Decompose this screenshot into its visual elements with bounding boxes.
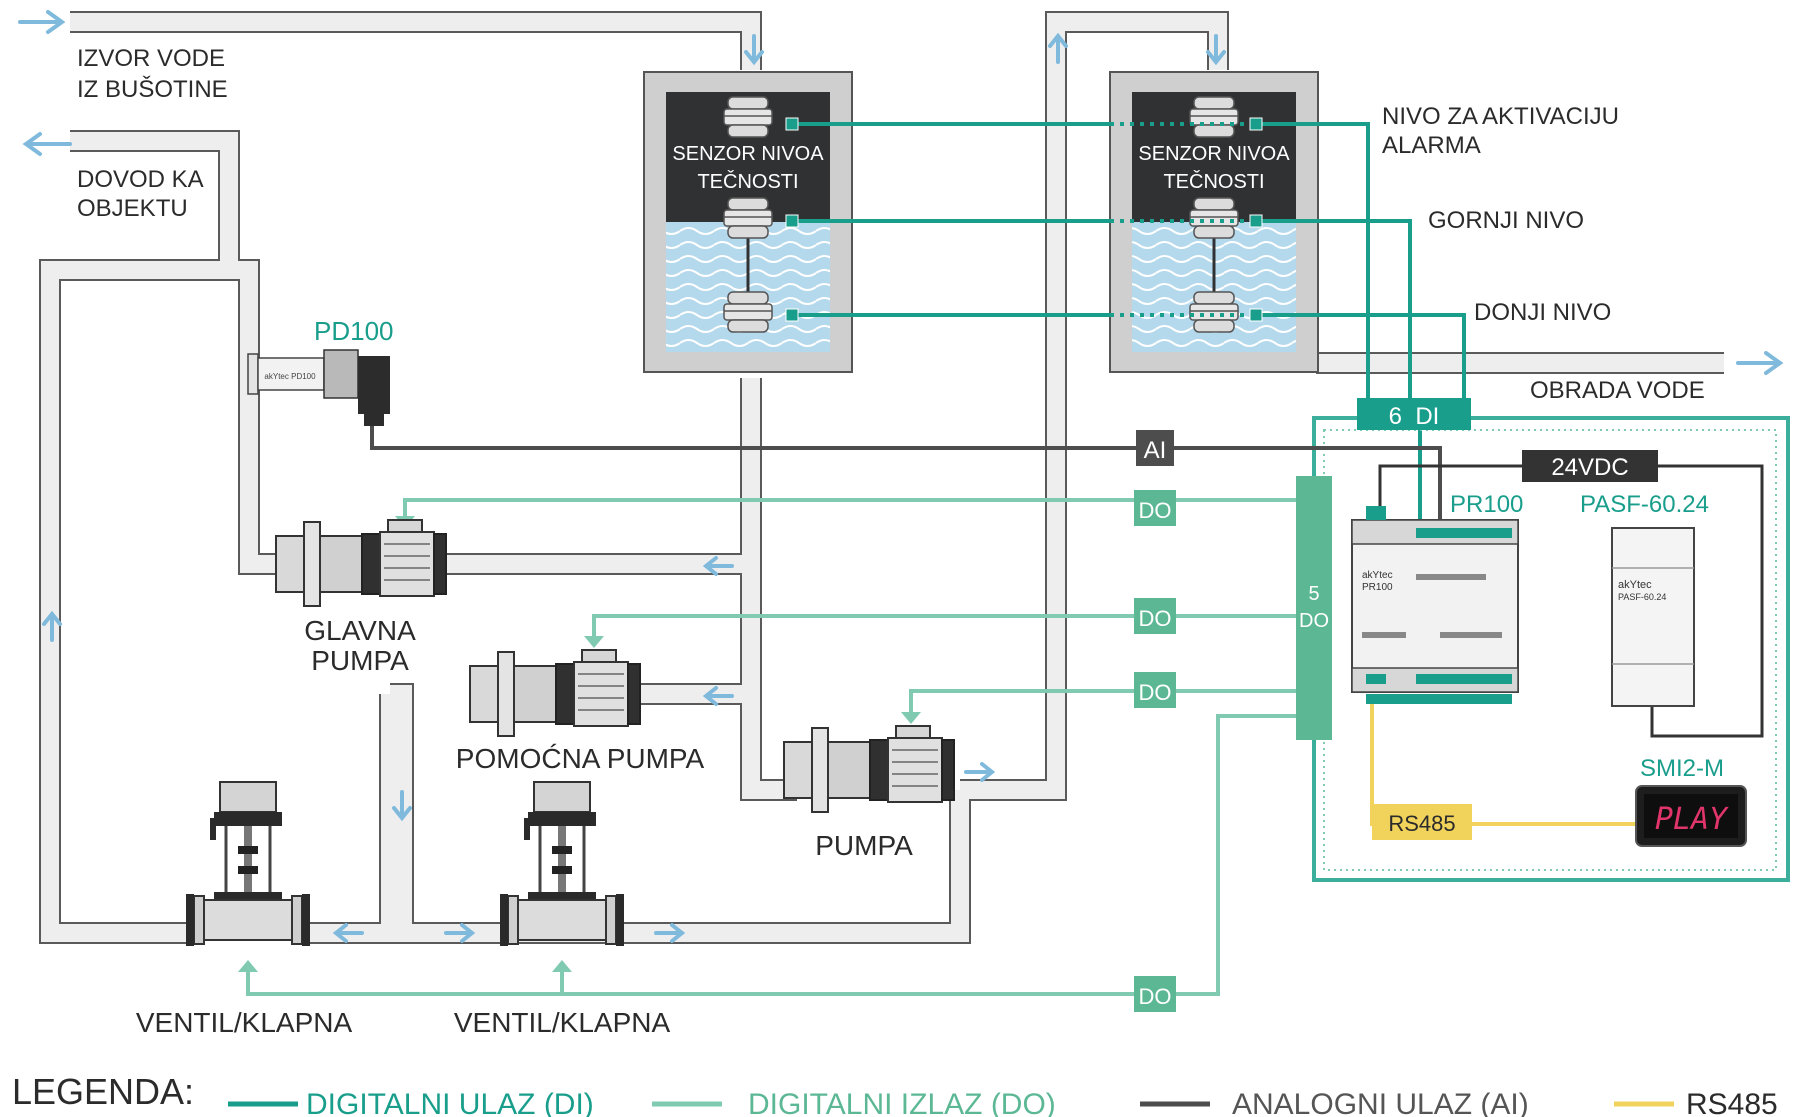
pr100-controller: akYtec PR100 — [1351, 506, 1519, 704]
tank-left — [643, 71, 853, 373]
legend-item-do: DIGITALNI IZLAZ (DO) — [748, 1088, 1056, 1117]
flow-arrow-icon — [1206, 34, 1226, 66]
pasf-brand: akYtec — [1618, 579, 1652, 591]
flow-arrow-icon — [444, 923, 476, 943]
smi2-display-text: PLAY — [1655, 802, 1729, 837]
ai-tag: AI — [1136, 430, 1174, 466]
rs485-tag: RS485 — [1372, 804, 1472, 840]
flow-arrows — [18, 10, 1784, 943]
supply-label-2: OBJEKTU — [77, 195, 188, 222]
flow-arrow-icon — [18, 10, 66, 34]
valve-1-label: VENTIL/KLAPNA — [136, 1007, 353, 1038]
do-arrow-icon — [552, 960, 572, 972]
aux-pump-label: POMOĆNA PUMPA — [456, 743, 705, 774]
pump-label: PUMPA — [815, 830, 913, 861]
valve-2-label: VENTIL/KLAPNA — [454, 1007, 671, 1038]
do-tags: DO DO DO DO — [1134, 490, 1176, 1012]
ai-tag-label: AI — [1144, 437, 1167, 464]
do-arrow-icon — [584, 636, 604, 648]
pasf-label: PASF-60.24 — [1580, 491, 1709, 518]
treatment-label: OBRADA VODE — [1530, 377, 1705, 404]
flow-arrow-icon — [392, 790, 412, 822]
power-tag-label: 24VDC — [1551, 454, 1628, 481]
tank-left-label-2: TEČNOSTI — [697, 170, 798, 193]
alarm-level-label-1: NIVO ZA AKTIVACIJU — [1382, 103, 1619, 130]
tank-right-label-2: TEČNOSTI — [1163, 170, 1264, 193]
pasf-power-supply: akYtec PASF-60.24 — [1611, 527, 1695, 707]
flow-arrow-icon — [702, 686, 734, 706]
ai-wire — [370, 426, 1442, 530]
upper-level-label: GORNJI NIVO — [1428, 207, 1584, 234]
legend-title: LEGENDA: — [12, 1071, 194, 1112]
do-tag-2-label: DO — [1139, 606, 1172, 631]
power-wire — [1378, 464, 1764, 738]
smi2-label: SMI2-M — [1640, 755, 1724, 782]
sensor-terminals — [785, 117, 1263, 322]
di-block-label: 6 DI — [1389, 403, 1440, 430]
pd100-mark: akYtec PD100 — [264, 372, 316, 381]
smi2-display: PLAY — [1635, 785, 1747, 847]
di-wires — [792, 122, 1466, 530]
do-arrow-icon — [238, 960, 258, 972]
pasf-model-mark: PASF-60.24 — [1618, 592, 1666, 602]
do-block: 5 DO — [1296, 476, 1332, 740]
flow-arrow-icon — [654, 923, 686, 943]
do-arrow-icon — [901, 712, 921, 724]
pr100-label: PR100 — [1450, 491, 1523, 518]
flow-arrow-icon — [964, 762, 996, 782]
source-label-1: IZVOR VODE — [77, 45, 225, 72]
valve-1 — [184, 780, 312, 948]
pr100-model-mark: PR100 — [1362, 582, 1393, 593]
legend-item-ai: ANALOGNI ULAZ (AI) — [1232, 1088, 1529, 1117]
tank-left-label-1: SENZOR NIVOA — [672, 143, 824, 165]
main-pump-label-2: PUMPA — [311, 645, 409, 676]
main-pump-label-1: GLAVNA — [304, 615, 416, 646]
pd100-label: PD100 — [314, 316, 394, 346]
lower-level-label: DONJI NIVO — [1474, 299, 1611, 326]
alarm-level-label-2: ALARMA — [1382, 132, 1481, 159]
supply-label-1: DOVOD KA — [77, 166, 204, 193]
pd100-sensor: akYtec PD100 — [247, 349, 390, 426]
pump — [783, 725, 955, 813]
do-tag-3-label: DO — [1139, 680, 1172, 705]
flow-arrow-icon — [1048, 32, 1068, 64]
pr100-brand: akYtec — [1362, 570, 1393, 581]
di-block: 6 DI — [1357, 398, 1471, 430]
flow-arrow-icon — [702, 556, 734, 576]
rs485-tag-label: RS485 — [1388, 811, 1455, 836]
legend-item-di: DIGITALNI ULAZ (DI) — [306, 1088, 594, 1117]
di-wires-dotted — [1110, 122, 1250, 317]
flow-arrow-icon — [22, 132, 72, 156]
aux-pump — [469, 649, 641, 737]
flow-arrow-icon — [744, 34, 764, 66]
legend-item-rs485: RS485 — [1686, 1088, 1778, 1117]
do-block-label-2: DO — [1299, 610, 1329, 632]
do-block-label-1: 5 — [1308, 583, 1319, 605]
power-tag: 24VDC — [1522, 450, 1658, 482]
pipe-network — [39, 11, 1724, 944]
main-pump — [275, 519, 447, 607]
do-tag-1-label: DO — [1139, 498, 1172, 523]
tank-right-label-1: SENZOR NIVOA — [1138, 143, 1290, 165]
source-label-2: IZ BUŠOTINE — [77, 75, 228, 103]
do-tag-4-label: DO — [1139, 984, 1172, 1009]
flow-arrow-icon — [42, 610, 62, 642]
flow-arrow-icon — [332, 923, 364, 943]
legend: LEGENDA: DIGITALNI ULAZ (DI) DIGITALNI I… — [12, 1071, 1778, 1117]
flow-arrow-icon — [1736, 351, 1784, 375]
valve-2 — [498, 780, 626, 948]
